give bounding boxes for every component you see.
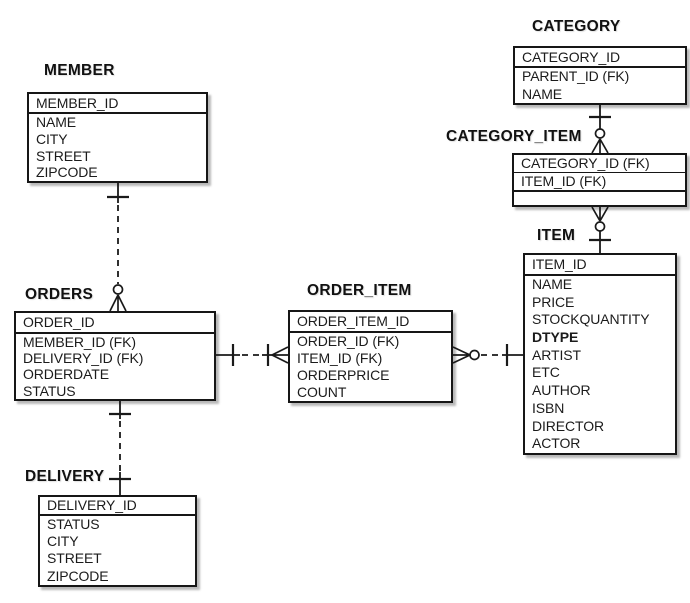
attr-section: ITEM_ID (FK) bbox=[514, 173, 685, 192]
relationship-orders-delivery bbox=[109, 400, 131, 495]
pk-section: ITEM_ID bbox=[525, 255, 675, 276]
entity-title-orders: ORDERS bbox=[25, 286, 94, 303]
attribute-row: CATEGORY_ID bbox=[522, 49, 620, 65]
zero-circle bbox=[594, 221, 606, 232]
attribute-row: STREET bbox=[36, 147, 91, 164]
entity-title-category-item: CATEGORY_ITEM bbox=[446, 128, 582, 145]
entity-title-member: MEMBER bbox=[44, 62, 115, 79]
attribute-row: ORDER_ITEM_ID bbox=[297, 313, 410, 329]
attribute-row: CATEGORY_ID (FK) bbox=[521, 155, 650, 171]
pk-section: ORDER_ID bbox=[16, 313, 214, 334]
entity-title-category: CATEGORY bbox=[532, 18, 621, 35]
attribute-row: CITY bbox=[36, 130, 68, 147]
attribute-row: NAME bbox=[522, 85, 563, 102]
attribute-row: ETC bbox=[532, 364, 560, 381]
entity-box-order-item: ORDER_ITEM_ID ORDER_ID (FK)ITEM_ID (FK)O… bbox=[288, 310, 453, 403]
attribute-row: STOCKQUANTITY bbox=[532, 311, 650, 328]
crow-foot bbox=[271, 346, 289, 364]
empty-section bbox=[514, 192, 685, 205]
attribute-row: DTYPE bbox=[532, 329, 579, 346]
relationship-category-category-item bbox=[589, 105, 611, 154]
entity-title-order-item: ORDER_ITEM bbox=[307, 282, 412, 299]
entity-category: CATEGORY CATEGORY_ID PARENT_ID (FK)NAME bbox=[513, 18, 687, 105]
attribute-row: STATUS bbox=[47, 516, 100, 532]
pk-section: ORDER_ITEM_ID bbox=[290, 312, 451, 333]
entity-box-category: CATEGORY_ID PARENT_ID (FK)NAME bbox=[513, 46, 687, 105]
attribute-row: ARTIST bbox=[532, 346, 581, 363]
attribute-row: ORDERDATE bbox=[23, 366, 109, 383]
attribute-row: ZIPCODE bbox=[47, 567, 109, 584]
crow-foot bbox=[591, 206, 609, 222]
attribute-row: MEMBER_ID bbox=[36, 95, 119, 111]
relationship-category-item-item bbox=[589, 206, 611, 253]
entity-box-category-item: CATEGORY_ID (FK) ITEM_ID (FK) bbox=[512, 153, 687, 207]
relationship-orders-order-item bbox=[216, 344, 289, 366]
zero-circle bbox=[112, 284, 124, 295]
attribute-row: NAME bbox=[36, 114, 77, 130]
pk-section: CATEGORY_ID (FK) bbox=[514, 155, 685, 173]
relationship-member-orders bbox=[107, 183, 129, 312]
zero-circle bbox=[594, 128, 606, 139]
attr-section: PARENT_ID (FK)NAME bbox=[515, 68, 685, 103]
entity-orders: ORDERS ORDER_ID MEMBER_ID (FK)DELIVERY_I… bbox=[14, 286, 216, 401]
entity-order-item: ORDER_ITEM ORDER_ITEM_ID ORDER_ID (FK)IT… bbox=[288, 282, 453, 403]
entity-title-delivery: DELIVERY bbox=[25, 468, 105, 485]
crow-foot bbox=[109, 294, 127, 312]
attribute-row: ORDERPRICE bbox=[297, 367, 390, 383]
attribute-row: STREET bbox=[47, 550, 102, 567]
attribute-row: COUNT bbox=[297, 384, 347, 400]
attribute-row: ISBN bbox=[532, 399, 565, 416]
entity-category-item: CATEGORY_ITEM CATEGORY_ID (FK) ITEM_ID (… bbox=[446, 128, 687, 207]
attribute-row: PARENT_ID (FK) bbox=[522, 68, 630, 84]
attribute-row: ZIPCODE bbox=[36, 164, 98, 181]
attribute-row: ORDER_ID (FK) bbox=[297, 333, 400, 349]
attribute-row: DELIVERY_ID bbox=[47, 497, 137, 513]
attribute-row: CITY bbox=[47, 533, 79, 550]
attribute-row: MEMBER_ID (FK) bbox=[23, 334, 136, 350]
attribute-row: ORDER_ID bbox=[23, 314, 95, 330]
attribute-row: PRICE bbox=[532, 293, 575, 310]
relationship-order-item-item bbox=[452, 344, 523, 366]
attribute-row: STATUS bbox=[23, 382, 76, 399]
attribute-row: DELIVERY_ID (FK) bbox=[23, 350, 144, 367]
attribute-row: ACTOR bbox=[532, 435, 581, 452]
attribute-row: ITEM_ID (FK) bbox=[297, 350, 383, 366]
attribute-row: AUTHOR bbox=[532, 382, 591, 399]
zero-circle bbox=[469, 349, 480, 361]
attribute-row: ITEM_ID (FK) bbox=[521, 173, 607, 189]
entity-box-orders: ORDER_ID MEMBER_ID (FK)DELIVERY_ID (FK)O… bbox=[14, 311, 216, 401]
attribute-row: NAME bbox=[532, 276, 573, 292]
pk-section: DELIVERY_ID bbox=[40, 497, 195, 516]
attribute-row: DIRECTOR bbox=[532, 417, 605, 434]
pk-section: CATEGORY_ID bbox=[515, 48, 685, 68]
entity-title-item: ITEM bbox=[537, 227, 576, 244]
crow-foot bbox=[591, 138, 609, 154]
crow-foot bbox=[452, 346, 471, 364]
pk-section: MEMBER_ID bbox=[29, 94, 206, 114]
attribute-row: ITEM_ID bbox=[532, 256, 587, 272]
